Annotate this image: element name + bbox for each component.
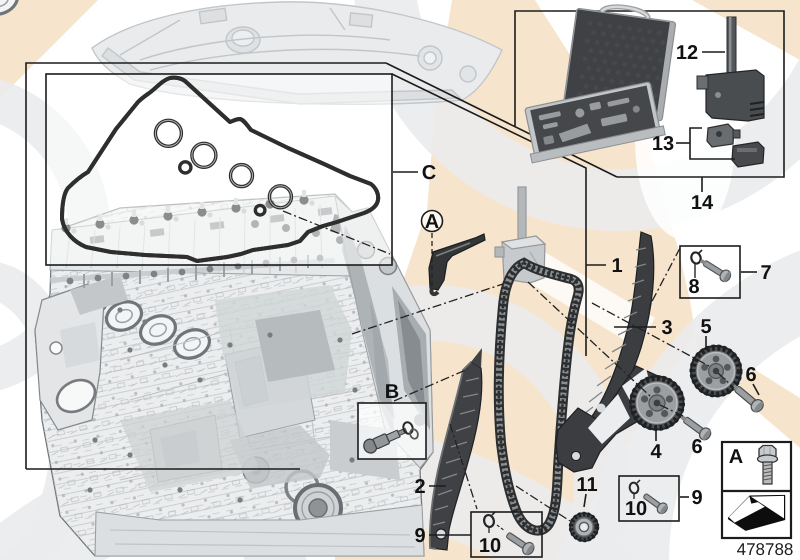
svg-text:1: 1 [611, 255, 622, 277]
svg-text:4: 4 [650, 441, 662, 463]
svg-text:C: C [422, 162, 436, 184]
svg-text:12: 12 [676, 42, 698, 64]
svg-text:9: 9 [691, 487, 702, 509]
svg-text:9: 9 [414, 525, 425, 547]
svg-text:13: 13 [652, 133, 674, 155]
svg-text:7: 7 [760, 262, 771, 284]
svg-text:11: 11 [576, 474, 597, 496]
svg-text:10: 10 [625, 498, 647, 520]
svg-text:A: A [729, 446, 743, 468]
svg-text:6: 6 [691, 436, 702, 458]
svg-text:B: B [385, 381, 399, 403]
svg-text:8: 8 [688, 276, 699, 298]
svg-text:2: 2 [414, 476, 425, 498]
svg-text:A: A [425, 211, 439, 233]
svg-text:3: 3 [661, 317, 672, 339]
svg-text:5: 5 [700, 316, 711, 338]
svg-text:478788: 478788 [737, 540, 794, 559]
svg-text:10: 10 [479, 535, 501, 557]
svg-text:14: 14 [691, 192, 714, 214]
svg-text:6: 6 [745, 364, 756, 386]
